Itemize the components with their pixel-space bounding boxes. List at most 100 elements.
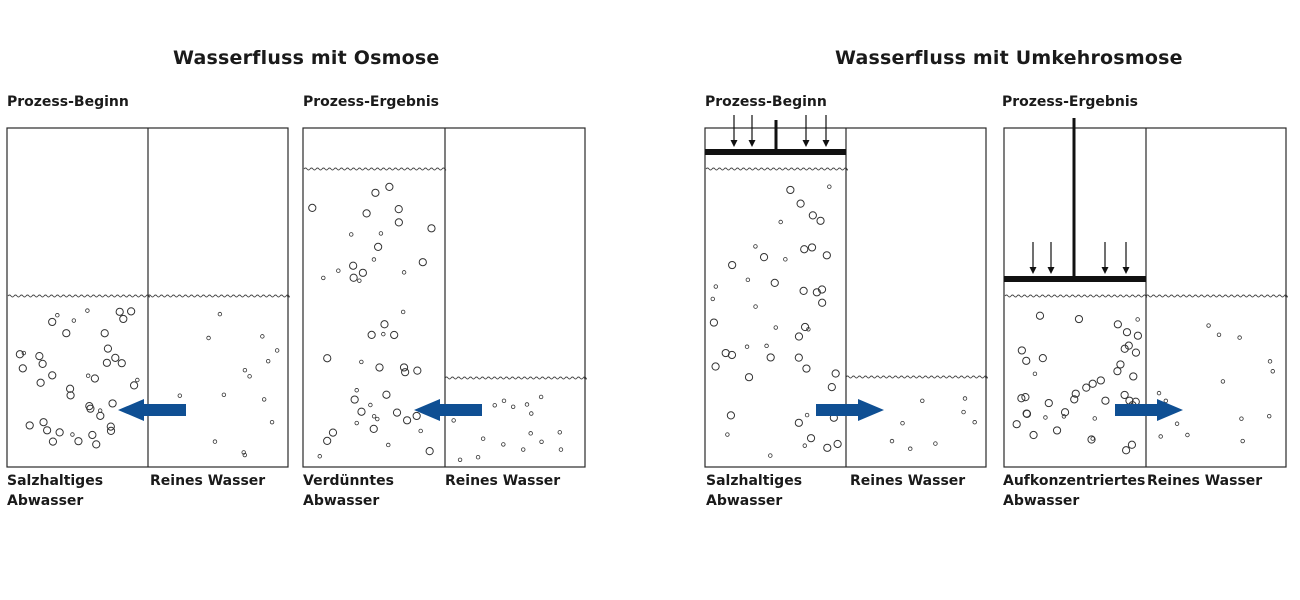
pressure-arrow-icon (748, 140, 756, 147)
osmosis-title: Wasserfluss mit Osmose (173, 47, 440, 69)
salt-particle (129, 381, 139, 390)
water-surface (303, 167, 447, 171)
reverse-osmosis-start-right-label: Reines Wasser (850, 473, 966, 489)
flow-arrow-icon (118, 399, 186, 421)
salt-particle (323, 354, 332, 363)
water-particle (451, 418, 456, 423)
salt-particle (1038, 354, 1047, 363)
water-particle (725, 432, 730, 437)
water-particle (260, 334, 265, 339)
salt-particle (800, 245, 809, 254)
water-particle (1216, 332, 1222, 337)
salt-particle (374, 242, 383, 252)
salt-particle (357, 407, 366, 416)
salt-particle (1035, 311, 1045, 320)
salt-particle (394, 218, 403, 227)
salt-particle (349, 261, 358, 270)
water-particle (135, 377, 140, 383)
salt-particle (35, 351, 44, 361)
salt-particle (106, 422, 115, 431)
salt-particle (36, 378, 45, 387)
salt-particle (807, 243, 817, 252)
salt-particle (385, 182, 394, 192)
salt-particle (816, 216, 825, 225)
pressure-arrow-icon (802, 140, 810, 147)
salt-particle (392, 408, 402, 417)
salt-particle (119, 314, 128, 324)
water-particle (400, 309, 406, 315)
salt-particle (799, 286, 808, 296)
water-particle (321, 275, 326, 281)
water-particle (961, 409, 966, 415)
salt-particle (55, 428, 64, 437)
salt-particle (1129, 372, 1138, 381)
salt-particle (382, 390, 391, 399)
salt-particle (1096, 376, 1105, 385)
salt-particle (127, 307, 136, 316)
salt-particle (394, 205, 403, 214)
salt-particle (727, 350, 737, 360)
water-particle (557, 430, 562, 435)
salt-particle (399, 363, 409, 372)
water-particle (349, 232, 354, 237)
salt-particle (74, 437, 83, 446)
water-particle (206, 335, 211, 341)
water-particle (1267, 413, 1272, 419)
water-particle (457, 457, 463, 462)
reverse-osmosis-start-label: Prozess-Beginn (705, 94, 827, 110)
salt-particle (328, 428, 338, 437)
salt-particle (362, 209, 371, 218)
salt-particle (425, 447, 434, 456)
salt-particle (1101, 396, 1110, 405)
container-outline (1003, 127, 1287, 468)
flow-arrow-icon (816, 399, 884, 421)
water-particle (558, 447, 564, 452)
water-particle (357, 278, 362, 283)
water-particle (1158, 434, 1163, 439)
water-surface (705, 167, 849, 171)
water-particle (492, 403, 497, 408)
salt-particle (1060, 408, 1070, 417)
pressure-arrow-icon (730, 140, 738, 147)
salt-particle (367, 330, 376, 340)
salt-particle (1087, 435, 1096, 444)
piston-plate (705, 149, 846, 155)
salt-particle (831, 369, 840, 378)
water-particle (539, 439, 544, 444)
salt-particle (1122, 446, 1131, 455)
salt-particle (1127, 440, 1137, 449)
salt-particle (800, 322, 810, 332)
water-particle (804, 412, 810, 418)
salt-particle (418, 258, 427, 267)
salt-particle (1070, 395, 1079, 404)
salt-particle (92, 440, 101, 449)
salt-particle (117, 359, 126, 368)
water-particle (753, 244, 758, 249)
reverse-osmosis-result-right-label: Reines Wasser (1147, 473, 1263, 489)
water-particle (1163, 398, 1169, 404)
salt-particle (1074, 314, 1084, 324)
water-surface (444, 376, 587, 380)
salt-particle (1113, 320, 1122, 329)
water-particle (773, 325, 778, 330)
pressure-arrow-icon (1122, 267, 1130, 274)
salt-particle (827, 382, 836, 392)
water-particle (908, 446, 913, 451)
water-particle (261, 397, 267, 402)
water-particle (221, 392, 227, 397)
salt-particle (794, 353, 803, 362)
salt-particle (823, 443, 832, 452)
pressure-arrow-icon (822, 140, 830, 147)
salt-particle (822, 251, 831, 260)
salt-particle (1120, 390, 1129, 400)
water-particle (753, 304, 758, 309)
salt-particle (1131, 348, 1141, 357)
water-particle (745, 277, 751, 283)
salt-particle (759, 253, 769, 262)
water-particle (354, 388, 359, 393)
reverse-osmosis-title: Wasserfluss mit Umkehrosmose (835, 47, 1183, 69)
water-particle (317, 454, 322, 459)
